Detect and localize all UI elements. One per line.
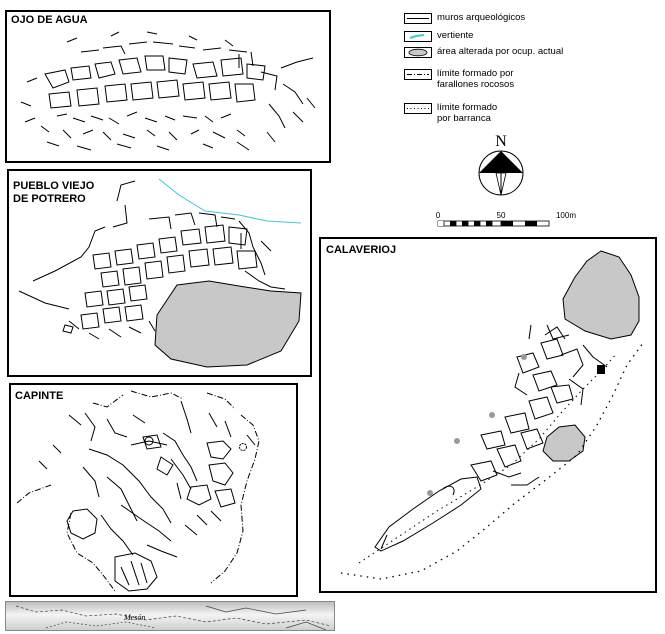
north-arrow-icon: N xyxy=(478,133,524,196)
north-arrow: N xyxy=(474,133,528,199)
panel-calaverioj: CALAVERIOJ xyxy=(319,237,657,593)
altered-area-calaverioj-south xyxy=(542,424,586,462)
legend-label-area-alterada: área alterada por ocup. actual xyxy=(437,46,564,57)
cliff-boundary xyxy=(340,342,644,580)
spring-line xyxy=(158,178,302,224)
map-calaverioj xyxy=(340,250,644,580)
map-capinte xyxy=(16,390,260,592)
north-label: N xyxy=(495,133,507,150)
legend-label-muros: muros arqueológicos xyxy=(437,12,526,23)
farallones-icon xyxy=(404,69,432,80)
scale-tick-100: 100m xyxy=(556,211,576,220)
scale-tick-0: 0 xyxy=(436,211,441,220)
map-pueblo-viejo xyxy=(18,178,302,368)
scale-bar-graphic: 0 50 100m xyxy=(436,211,576,227)
scale-bar: 0 50 100m xyxy=(432,208,582,232)
panel-title-ojo-de-agua: OJO DE AGUA xyxy=(11,14,88,26)
panel-title-pueblo-viejo: PUEBLO VIEJO DE POTRERO xyxy=(13,180,95,205)
strip-label: Mesón xyxy=(124,613,146,622)
legend: muros arqueológicos vertiente área alter… xyxy=(404,8,604,128)
area-alterada-icon xyxy=(404,47,432,58)
vertiente-icon xyxy=(404,31,432,42)
strip-map-lines xyxy=(15,605,332,630)
muros-icon xyxy=(404,13,432,24)
legend-label-vertiente: vertiente xyxy=(437,30,474,41)
panel-capinte: CAPINTE xyxy=(9,383,298,597)
barranca-icon xyxy=(404,103,432,114)
altered-area-pueblo-viejo xyxy=(154,280,302,368)
scale-tick-50: 50 xyxy=(497,211,506,220)
panel-pueblo-viejo: PUEBLO VIEJO DE POTRERO xyxy=(7,169,312,377)
legend-label-farallones: límite formado por farallones rocosos xyxy=(437,68,515,90)
panel-ojo-de-agua: OJO DE AGUA xyxy=(5,10,331,163)
map-ojo-de-agua xyxy=(20,31,316,151)
panel-title-capinte: CAPINTE xyxy=(15,390,64,402)
altered-area-calaverioj-north xyxy=(562,250,640,340)
panel-title-calaverioj: CALAVERIOJ xyxy=(326,244,397,256)
bottom-map-strip: Mesón xyxy=(5,601,335,631)
ravine-boundary xyxy=(358,352,618,564)
legend-label-barranca: límite formado por barranca xyxy=(437,102,498,124)
